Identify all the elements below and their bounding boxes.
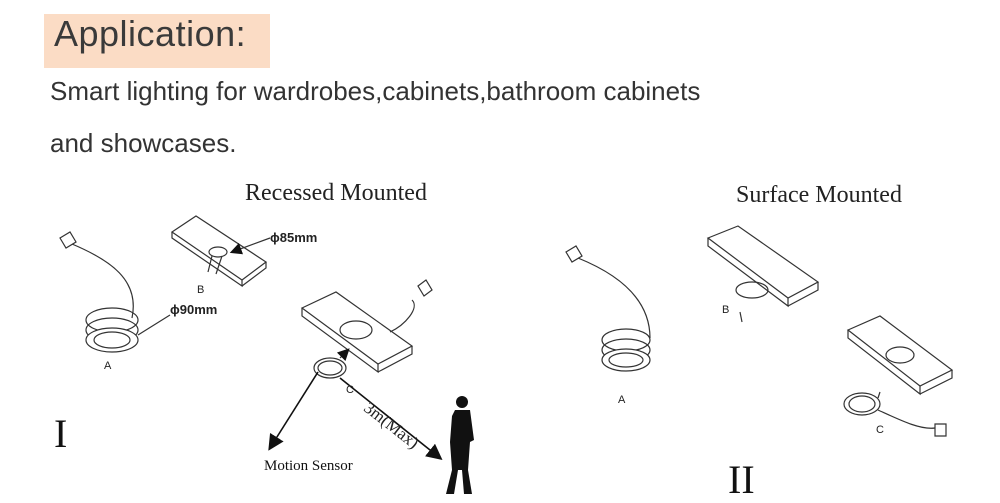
page-title: Application: xyxy=(54,13,247,54)
surface-label-b: B xyxy=(722,304,730,316)
recessed-board-c xyxy=(300,279,433,379)
recessed-heading: Recessed Mounted xyxy=(245,180,427,206)
roman-numeral-1: I xyxy=(54,411,68,456)
description-line-1: Smart lighting for wardrobes,cabinets,ba… xyxy=(50,76,701,106)
light-diameter-label: ϕ90mm xyxy=(170,302,218,317)
hole-diameter-label: ϕ85mm xyxy=(270,230,318,245)
motion-sensor-label: Motion Sensor xyxy=(264,458,353,474)
person-silhouette xyxy=(446,396,474,494)
recessed-label-a: A xyxy=(104,360,112,372)
surface-label-a: A xyxy=(618,394,626,406)
surface-light-a xyxy=(565,245,651,372)
description-line-2: and showcases. xyxy=(50,128,237,158)
recessed-board-b xyxy=(170,215,271,288)
surface-board-b xyxy=(706,225,820,323)
surface-heading: Surface Mounted xyxy=(736,182,902,208)
recessed-label-c: C xyxy=(346,384,354,396)
surface-label-c: C xyxy=(876,424,884,436)
roman-numeral-2: II xyxy=(728,457,755,502)
recessed-light-a xyxy=(59,231,171,353)
surface-board-c xyxy=(843,315,954,437)
title-highlight xyxy=(44,14,270,68)
recessed-label-b: B xyxy=(197,284,205,296)
